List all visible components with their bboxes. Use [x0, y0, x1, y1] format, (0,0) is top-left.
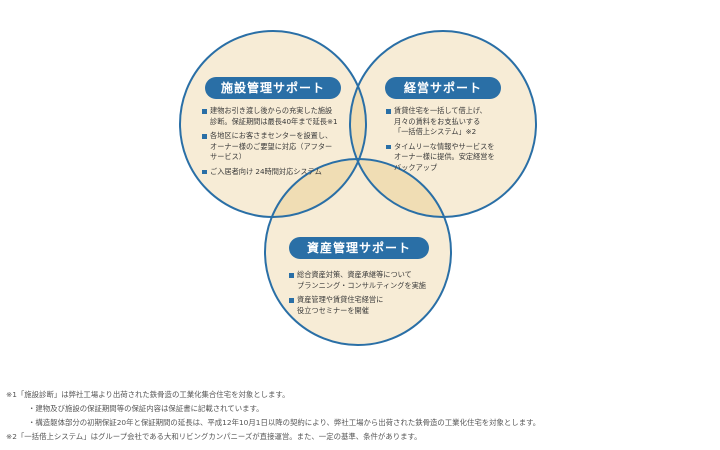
facility-circle-outline: [179, 30, 367, 218]
list-item: ご入居者向け 24時間対応システム: [202, 167, 352, 178]
list-item: 賃貸住宅を一括して借上げ、 月々の賃料をお支払いする 「一括借上システム」※2: [386, 106, 516, 138]
facility-support-list: 建物お引き渡し後からの充実した施設 診断。保証期間は最長40年まで延長※1 各地…: [202, 106, 352, 181]
footnote-1: ※1「施設診断」は弊社工場より出荷された鉄骨造の工業化集合住宅を対象とします。: [6, 390, 290, 399]
list-item: 総合資産対策、資産承継等について プランニング・コンサルティングを実施: [289, 270, 439, 291]
overlap-management-asset: [350, 159, 451, 217]
management-circle-outline: [349, 30, 537, 218]
overlap-facility-asset: [265, 159, 366, 217]
list-item: 建物お引き渡し後からの充実した施設 診断。保証期間は最長40年まで延長※1: [202, 106, 352, 127]
management-support-list: 賃貸住宅を一括して借上げ、 月々の賃料をお支払いする 「一括借上システム」※2 …: [386, 106, 516, 177]
management-support-title: 経営サポート: [385, 77, 501, 99]
asset-support-list: 総合資産対策、資産承継等について プランニング・コンサルティングを実施 資産管理…: [289, 270, 439, 320]
venn-diagram: [179, 30, 537, 346]
footnote-2: ※2「一括借上システム」はグループ会社である大和リビングカンパニーズが直接運営。…: [6, 432, 422, 441]
asset-support-title: 資産管理サポート: [289, 237, 429, 259]
facility-support-title: 施設管理サポート: [205, 77, 341, 99]
footnote-1a: ・建物及び施設の保証期間等の保証内容は保証書に記載されています。: [28, 404, 264, 413]
footnotes: ※1「施設診断」は弊社工場より出荷された鉄骨造の工業化集合住宅を対象とします。 …: [6, 388, 714, 444]
asset-circle-outline: [264, 158, 452, 346]
list-item: タイムリーな情報やサービスを オーナー様に提供。安定経営を バックアップ: [386, 142, 516, 174]
footnote-1b: ・構造躯体部分の初期保証20年と保証期間の延長は、平成12年10月1日以降の契約…: [28, 418, 541, 427]
list-item: 各地区にお客さまセンターを設置し、 オーナー様のご要望に対応（アフター サービス…: [202, 131, 352, 163]
list-item: 資産管理や賃貸住宅経営に 役立つセミナーを開催: [289, 295, 439, 316]
